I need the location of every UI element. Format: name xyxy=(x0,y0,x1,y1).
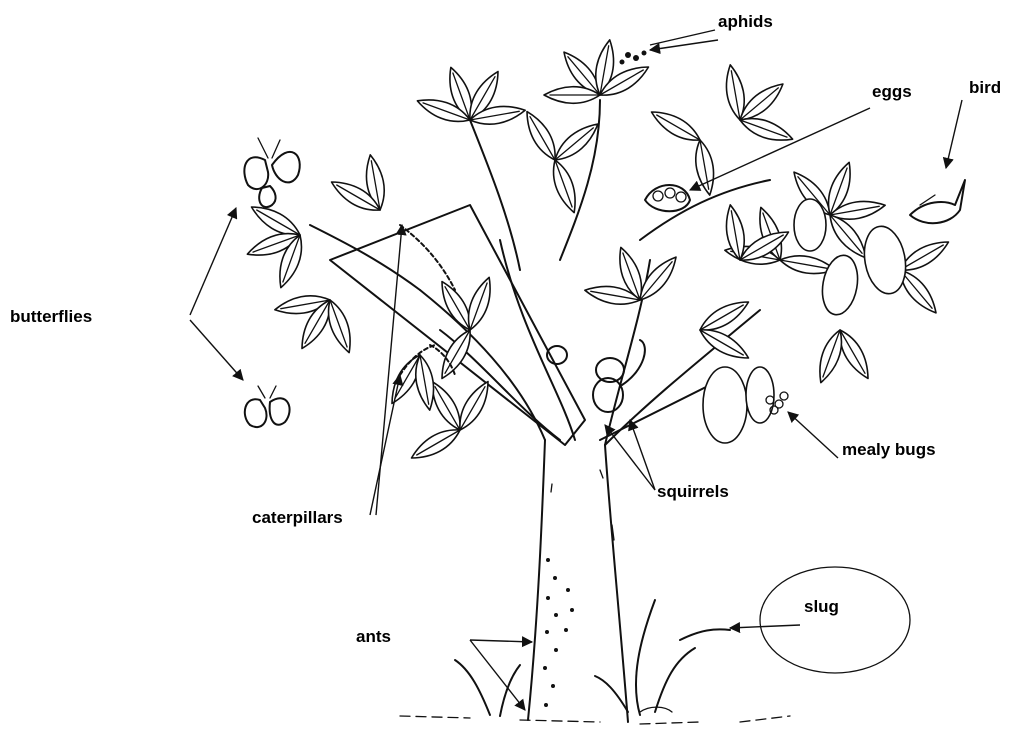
label-slug: slug xyxy=(804,597,839,616)
label-mealy-bugs: mealy bugs xyxy=(842,440,936,459)
ground-line xyxy=(400,716,790,724)
slug-drawing xyxy=(680,567,910,673)
label-squirrels: squirrels xyxy=(657,482,729,501)
grass-base xyxy=(455,600,695,716)
label-aphids: aphids xyxy=(718,12,773,31)
butterfly-bottom-drawing xyxy=(245,386,290,427)
label-butterflies: butterflies xyxy=(10,307,92,326)
tree-trunk xyxy=(528,440,628,722)
label-caterpillars: caterpillars xyxy=(252,508,343,527)
bird-drawing xyxy=(910,180,965,223)
eggs-nest xyxy=(645,185,690,211)
butterfly-top-drawing xyxy=(244,138,299,207)
label-ants: ants xyxy=(356,627,391,646)
aphids-cluster xyxy=(620,51,647,65)
label-bird: bird xyxy=(969,78,1001,97)
ants-dots xyxy=(543,558,574,707)
label-eggs: eggs xyxy=(872,82,912,101)
